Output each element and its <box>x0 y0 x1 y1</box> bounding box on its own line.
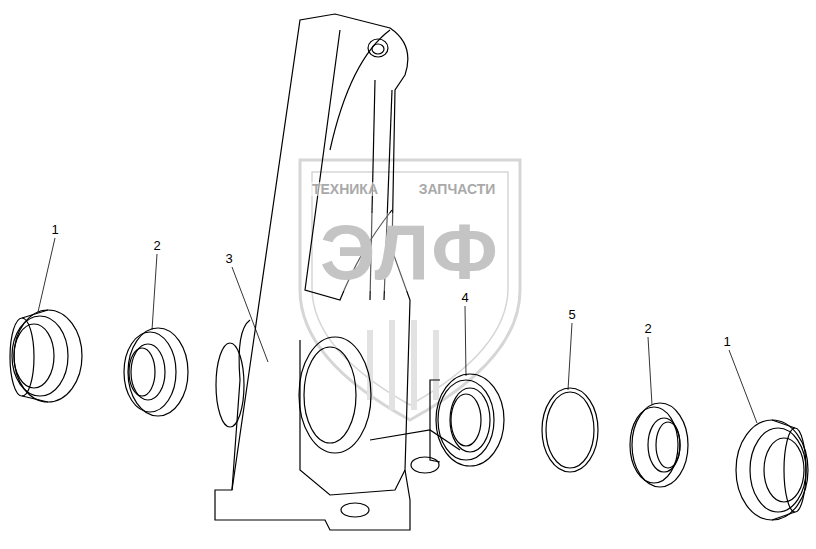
callout-number: 4 <box>459 291 470 304</box>
callout-number: 2 <box>642 322 653 335</box>
watermark-text: ЗАПЧАСТИ <box>417 182 498 196</box>
callout-number: 3 <box>223 252 234 265</box>
callout-number: 2 <box>151 239 162 252</box>
callout-number: 1 <box>721 335 732 348</box>
parts-outline <box>10 14 808 530</box>
callout-number: 5 <box>566 308 577 321</box>
watermark-shield <box>300 160 520 420</box>
callout-number: 1 <box>49 223 60 236</box>
watermark-text: ТЕХНИКА <box>310 182 380 196</box>
watermark-logo: ЭЛФ <box>320 213 500 291</box>
